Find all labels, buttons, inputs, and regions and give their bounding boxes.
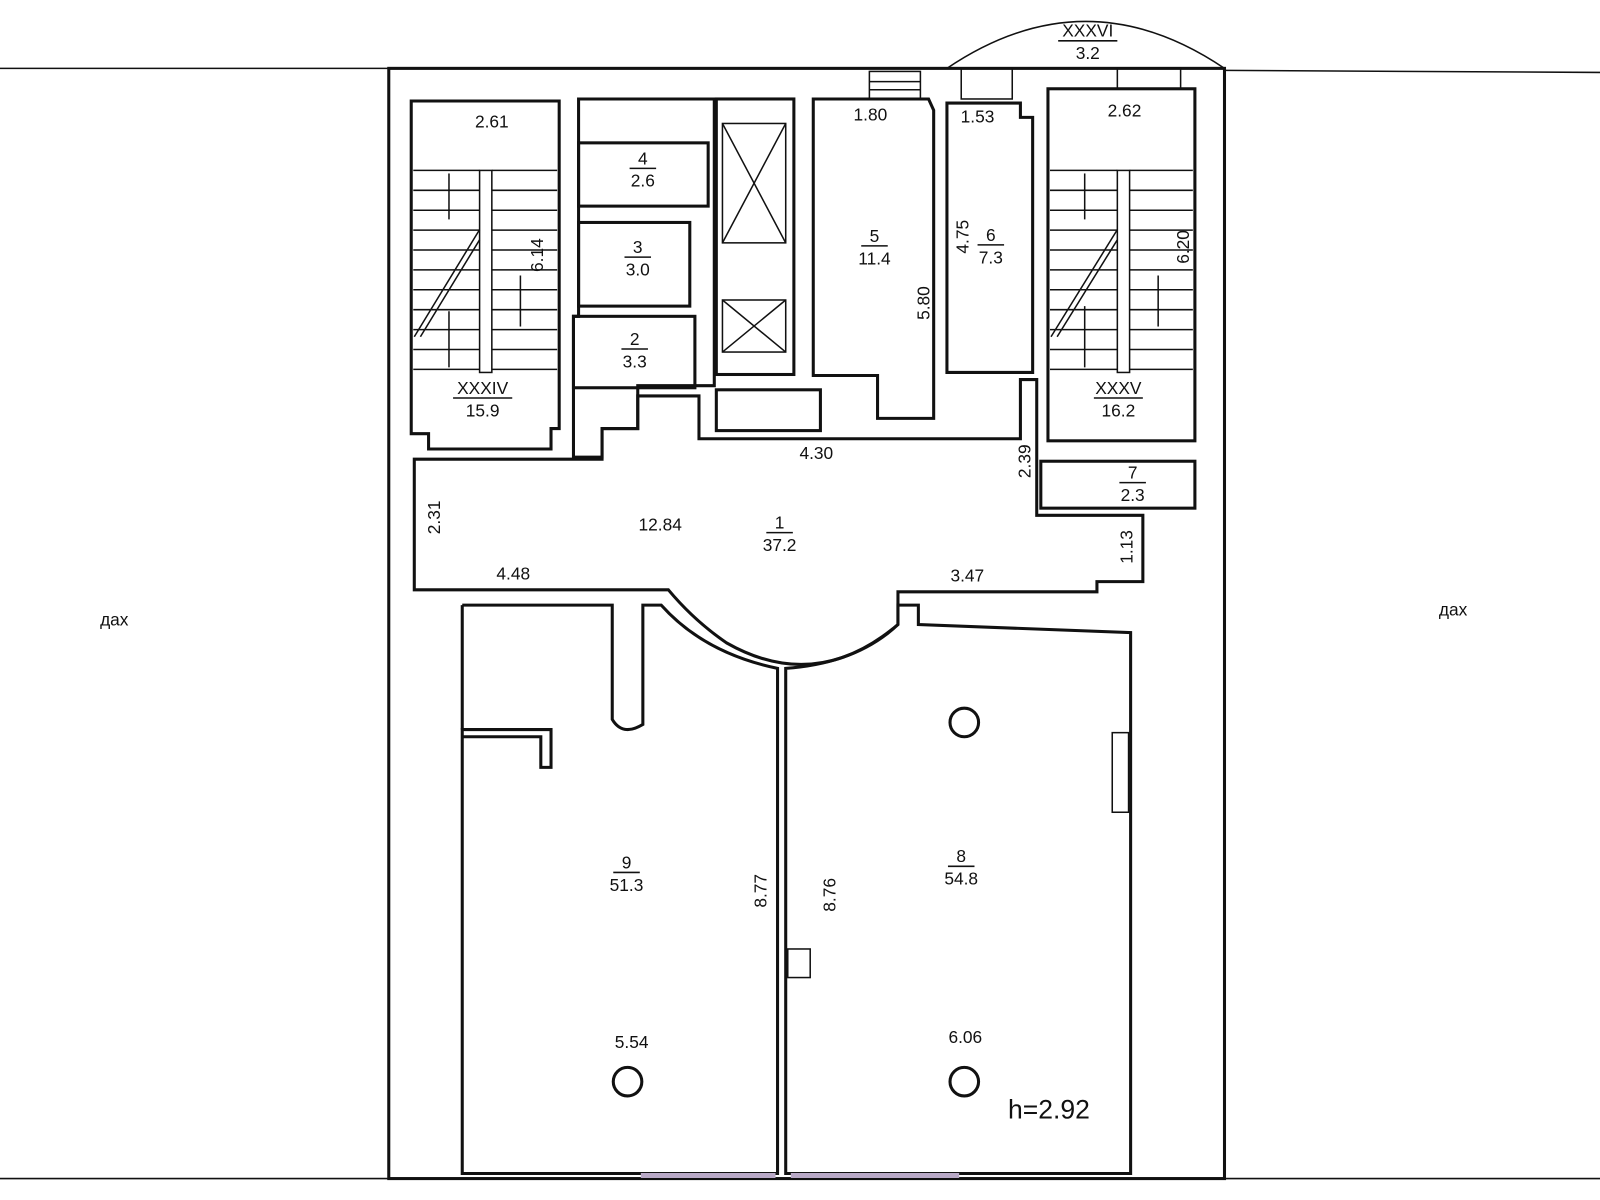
room-label: 33.0: [624, 237, 652, 280]
room-label: 137.2: [763, 513, 797, 555]
dim: 8.76: [820, 878, 840, 912]
balcony-doors: [868, 67, 1182, 100]
room-area: 15.9: [466, 400, 500, 420]
room-number: 9: [622, 852, 632, 872]
room-number: XXXVI: [1062, 21, 1113, 41]
room-9-walls: [460, 603, 780, 1175]
dim: 5.80: [914, 286, 934, 320]
room-number: 8: [956, 846, 966, 866]
room-number: 3: [633, 237, 643, 257]
room-label: 511.4: [858, 226, 891, 268]
dim: 6.14: [527, 238, 547, 272]
roof-label-left: дах: [100, 610, 129, 630]
room-area: 51.3: [610, 875, 644, 895]
dimension-labels: 2.61 1.80 1.53 2.62 6.14 6.20 4.75 5.80 …: [424, 100, 1193, 1052]
dim: 6.20: [1173, 230, 1193, 264]
room-area: 2.3: [1121, 485, 1145, 505]
room-number: 4: [638, 148, 648, 168]
dim: 6.06: [948, 1027, 982, 1047]
stair-xxxv: [1046, 87, 1197, 443]
dim: 1.13: [1117, 530, 1137, 564]
dim: 1.80: [854, 104, 888, 124]
room-area: 7.3: [979, 247, 1003, 267]
dim: 3.47: [950, 566, 984, 586]
dim: 4.75: [952, 220, 972, 254]
room-area: 3.3: [623, 351, 647, 371]
dim: 4.30: [799, 443, 833, 463]
dim: 2.62: [1108, 100, 1142, 120]
roof-label-right: дах: [1439, 599, 1468, 619]
room-number: XXXV: [1095, 378, 1142, 398]
small-rooms: [571, 97, 1197, 510]
room-area: 54.8: [944, 869, 978, 889]
room-label: 23.3: [621, 329, 648, 371]
dim: 12.84: [639, 515, 683, 535]
room-label: 951.3: [610, 852, 644, 894]
room-area: 37.2: [763, 535, 797, 555]
room-number: 5: [870, 226, 880, 246]
room-area: 3.2: [1076, 43, 1100, 63]
dim: 8.77: [750, 874, 770, 908]
room-label: 67.3: [977, 225, 1005, 267]
room-area: 2.6: [631, 171, 655, 191]
dim: 4.48: [496, 564, 530, 584]
room-labels: XXXVI3.2XXXIV15.9XXXV16.242.633.023.3511…: [453, 21, 1146, 895]
stair-xxxiv: [409, 99, 561, 451]
dim: 2.31: [424, 500, 444, 534]
room-area: 11.4: [858, 248, 891, 268]
room-8-walls: [640, 603, 1133, 1179]
room-number: 1: [775, 513, 785, 533]
room-number: 7: [1128, 463, 1138, 483]
dim: 2.39: [1015, 444, 1035, 478]
room-area: 16.2: [1102, 400, 1136, 420]
balcony-arch: [946, 20, 1225, 70]
room-label: 72.3: [1119, 463, 1146, 505]
dim: 5.54: [615, 1032, 649, 1052]
room-number: 2: [630, 329, 640, 349]
columns: [611, 706, 981, 1098]
room-label: 42.6: [629, 148, 657, 191]
room-label: 854.8: [944, 846, 978, 888]
room-number: XXXIV: [457, 378, 508, 398]
dim: 2.61: [475, 112, 509, 132]
dim: 1.53: [961, 106, 995, 126]
room-number: 6: [986, 225, 996, 245]
ceiling-height: h=2.92: [1008, 1094, 1090, 1124]
building-outline: [387, 66, 1227, 1181]
roof-lines: [0, 67, 1600, 1180]
room-area: 3.0: [626, 260, 650, 280]
